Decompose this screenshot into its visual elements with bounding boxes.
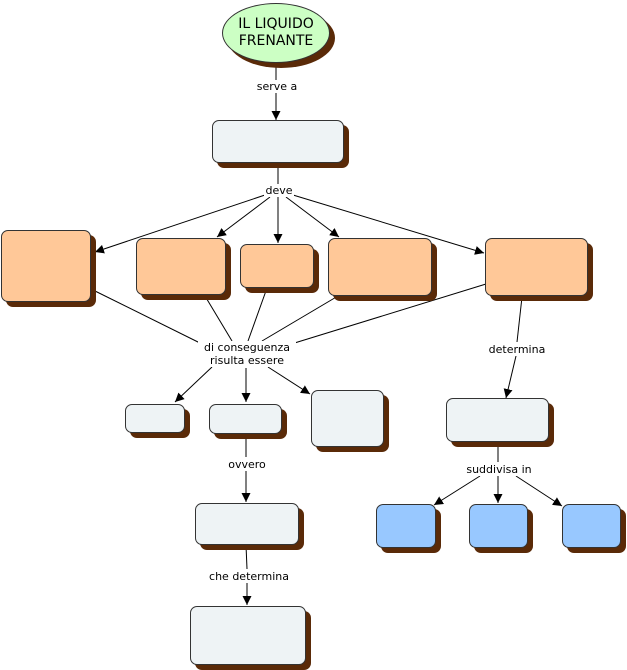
root-concept[interactable]: IL LIQUIDO FRENANTE <box>222 3 330 63</box>
concept-node-requirement-2[interactable] <box>136 238 226 295</box>
connector-deve-orange-2 <box>216 196 271 238</box>
concept-node-final[interactable] <box>190 606 306 665</box>
connector-deve-orange-5 <box>292 194 485 255</box>
link-label-serve-a: serve a <box>253 80 301 93</box>
link-label-determina: determina <box>485 343 549 356</box>
link-label-di-conseguenza-line-1: di conseguenza <box>204 341 290 354</box>
link-label-di-conseguenza-line-2: risulta essere <box>210 354 284 367</box>
concept-node-ovvero-target[interactable] <box>195 503 299 545</box>
link-label-di-conseguenza: di conseguenza risulta essere <box>198 341 296 367</box>
concept-node-result-3[interactable] <box>311 390 384 447</box>
concept-node-requirement-4[interactable] <box>328 238 432 296</box>
concept-node-category-3[interactable] <box>562 504 621 548</box>
link-label-ovvero: ovvero <box>224 458 270 471</box>
connector-conseguenza-small-3 <box>267 366 311 395</box>
connector-orange-1-conseguenza <box>94 290 205 346</box>
connector-suddivisa-blue-1 <box>433 475 481 506</box>
connector-orange-4-conseguenza <box>261 295 339 342</box>
root-concept-line-2: FRENANTE <box>238 33 314 49</box>
connector-orange-5-conseguenza <box>287 283 487 346</box>
concept-node-category-1[interactable] <box>376 504 436 548</box>
concept-node-requirement-3[interactable] <box>240 244 314 288</box>
link-label-deve: deve <box>264 184 294 197</box>
concept-node-determined[interactable] <box>446 398 549 442</box>
concept-node-category-2[interactable] <box>469 504 528 548</box>
connector-determina-box <box>503 355 517 399</box>
connector-orange-5-determina <box>516 296 523 343</box>
concept-node-purpose[interactable] <box>212 120 344 163</box>
concept-node-requirement-5[interactable] <box>485 238 588 296</box>
connector-orange-2-conseguenza <box>204 295 233 342</box>
connector-deve-orange-1 <box>94 194 266 254</box>
connector-box-che-determina <box>245 544 248 570</box>
connector-orange-3-conseguenza <box>247 287 268 342</box>
root-concept-line-1: IL LIQUIDO <box>238 16 314 32</box>
link-label-suddivisa-in: suddivisa in <box>464 463 534 476</box>
connector-suddivisa-blue-3 <box>515 475 563 507</box>
link-label-che-determina: che determina <box>206 570 292 583</box>
connector-deve-orange-4 <box>285 196 340 238</box>
concept-node-requirement-1[interactable] <box>1 230 91 302</box>
concept-node-result-1[interactable] <box>125 404 185 433</box>
concept-node-result-2[interactable] <box>209 404 282 434</box>
connector-conseguenza-small-1 <box>174 366 213 403</box>
